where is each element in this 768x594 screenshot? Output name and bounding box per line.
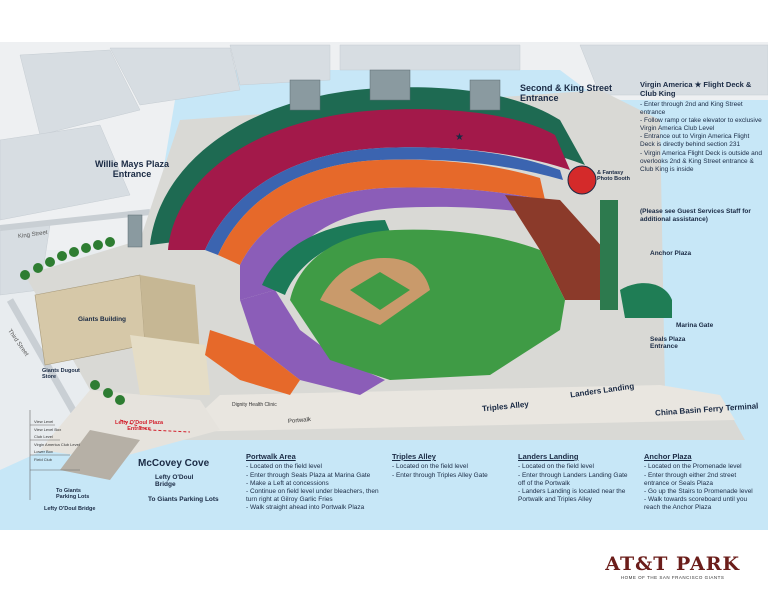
- flight-deck-title: Virgin America ★ Flight Deck & Club King: [640, 80, 752, 99]
- second-king-entrance-label: Second & King Street Entrance: [520, 83, 613, 103]
- note-item: - Continue on field level under bleacher…: [246, 487, 379, 503]
- virgin-america-club-level: [205, 147, 563, 255]
- infield-grass: [350, 272, 410, 310]
- guest-services-note: (Please see Guest Services Staff for add…: [640, 208, 751, 224]
- anchor-plaza-lawn: [620, 283, 672, 318]
- level-key-diagram: [29, 410, 80, 500]
- lefty-odoul-bridge-label: Lefty O'Doul Bridge: [155, 474, 194, 489]
- logo-name: AT&T PARK: [605, 553, 740, 575]
- flight-deck-note: - Follow ramp or take elevator to exclus…: [640, 117, 762, 133]
- note-item: - Go up the Stairs to Promenade level: [644, 487, 753, 495]
- note-item: - Located on the field level: [246, 463, 322, 471]
- giants-building-label: Giants Building: [78, 316, 127, 323]
- flight-deck-note: - Enter through 2nd and King Street entr…: [640, 100, 743, 116]
- landers-landing-notes: Landers Landing - Located on the field l…: [518, 452, 636, 504]
- note-item: - Walk straight ahead into Portwalk Plaz…: [246, 504, 365, 511]
- giants-dugout-store-label: Giants Dugout Store: [42, 368, 80, 381]
- level-key-item: View Level: [34, 419, 54, 424]
- triples-alley-notes: Triples Alley - Located on the field lev…: [392, 452, 502, 480]
- note-title: Landers Landing: [518, 452, 579, 461]
- photo-booth-icon: [567, 165, 597, 195]
- level-key-item: Lower Box: [34, 449, 53, 455]
- flight-deck-star-icon: ★: [455, 132, 464, 143]
- note-title: Triples Alley: [392, 452, 436, 461]
- note-item: - Located on the Promenade level: [644, 463, 742, 471]
- giants-dugout-store-building: [130, 335, 210, 395]
- club-level-seating: [218, 159, 545, 265]
- field-club-seating: [262, 220, 390, 295]
- note-item: - Located on the field level: [518, 463, 594, 471]
- view-level-seating: [168, 109, 570, 250]
- lefty-odoul-bridge-left-label: Lefty O'Doul Bridge: [44, 506, 96, 512]
- level-key-item: Club Level: [34, 434, 53, 440]
- giants-building-side: [140, 275, 200, 355]
- note-item: - Landers Landing is located near the Po…: [518, 487, 626, 503]
- fantasy-booth-label: & Fantasy Photo Booth: [597, 170, 630, 183]
- lefty-plaza-path: [119, 419, 191, 433]
- note-title: Anchor Plaza: [644, 452, 692, 461]
- note-item: - Walk towards scoreboard until you reac…: [644, 495, 748, 511]
- level-key-item: View Level Box: [34, 426, 62, 432]
- flight-deck-notes: Virgin America ★ Flight Deck & Club King…: [640, 80, 762, 174]
- bottom-band: [0, 530, 768, 594]
- logo-tagline: HOME OF THE SAN FRANCISCO GIANTS: [620, 575, 725, 580]
- marina-gate-label: Marina Gate: [676, 322, 714, 329]
- lower-box-left-field: [240, 290, 385, 395]
- level-key-item: Virgin America Club Level: [34, 441, 80, 447]
- dignity-health-label: Dignity Health Clinic: [232, 402, 277, 408]
- level-key-item: Field Club: [34, 456, 53, 462]
- note-item: - Enter through Landers Landing Gate off…: [518, 471, 628, 487]
- lower-box-seating: [240, 187, 548, 300]
- portwalk-promenade: [180, 385, 735, 432]
- att-park-logo: AT&T PARK HOME OF THE SAN FRANCISCO GIAN…: [605, 553, 740, 580]
- lefty-plaza-entrance-label: Lefty O'Doul Plaza Entrance: [114, 420, 164, 433]
- note-item: - Enter through either 2nd street entran…: [644, 471, 737, 487]
- mccovey-cove-label: McCovey Cove: [138, 458, 210, 469]
- portwalk-area-notes: Portwalk Area - Located on the field lev…: [246, 452, 384, 512]
- king-street-road: [0, 209, 151, 231]
- seals-plaza-entrance-label: Seals Plaza Entrance: [650, 336, 686, 351]
- note-item: - Enter through Triples Alley Gate: [392, 471, 488, 479]
- flight-deck-note: - Virgin America Flight Deck is outside …: [640, 149, 762, 173]
- level-key-list: View Level View Level Box Club Level Vir…: [34, 418, 80, 464]
- note-item: - Located on the field level: [392, 463, 468, 471]
- willie-mays-entrance-label: Willie Mays Plaza Entrance: [95, 159, 169, 179]
- anchor-plaza-label: Anchor Plaza: [650, 250, 692, 257]
- palm-trees: [20, 237, 125, 405]
- to-giants-parking-lots-label: To Giants Parking Lots: [148, 496, 219, 503]
- bleachers: [505, 195, 605, 300]
- light-towers: [127, 69, 501, 248]
- anchor-plaza-notes: Anchor Plaza - Located on the Promenade …: [644, 452, 762, 512]
- lefty-odoul-bridge-structure: [60, 430, 140, 480]
- club-level-left-field: [205, 330, 300, 395]
- note-title: Portwalk Area: [246, 452, 296, 461]
- flight-deck-note: - Entrance out to Virgin America Flight …: [640, 133, 750, 149]
- scoreboard: [600, 200, 618, 310]
- to-giants-parking-lots-left-label: To Giants Parking Lots: [56, 488, 90, 501]
- note-item: - Make a Left at concessions: [246, 479, 329, 487]
- note-item: - Enter through Seals Plaza at Marina Ga…: [246, 471, 371, 479]
